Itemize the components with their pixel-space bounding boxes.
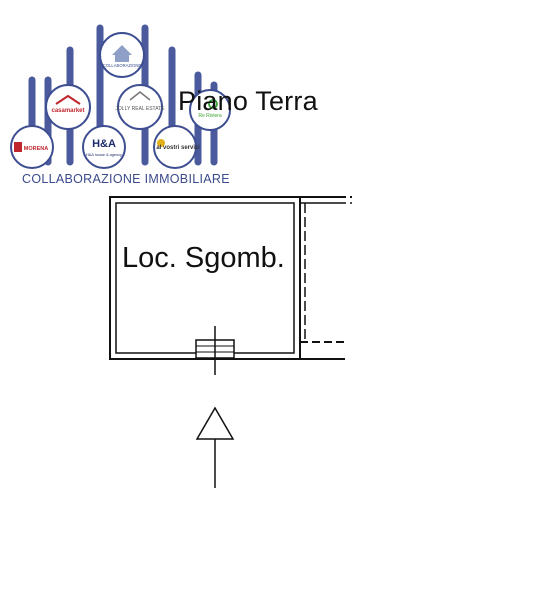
svg-text:H&A: H&A [92,138,116,150]
svg-text:Re Riviera: Re Riviera [198,113,222,119]
room-label: Loc. Sgomb. [122,242,285,274]
casamarket-badge: casamarket [45,84,91,130]
collaborazione-badge: COLLABORAZIONE [99,32,145,78]
svg-text:COLLABORAZIONE: COLLABORAZIONE [103,63,142,68]
jolly-badge: JOLLY REAL ESTATE [115,84,165,130]
collaboration-label: COLLABORAZIONE IMMOBILIARE [22,172,230,186]
entrance-arrow-icon [195,406,235,488]
svg-text:casamarket: casamarket [51,108,84,114]
svg-text:JOLLY REAL ESTATE: JOLLY REAL ESTATE [115,106,165,112]
ha-badge: H&A H&A house & agency [82,125,126,169]
morena-badge: MORENA [10,125,54,169]
floor-title: Piano Terra [178,86,318,116]
svg-text:al vostri servizi: al vostri servizi [156,145,200,151]
svg-text:H&A house & agency: H&A house & agency [86,153,122,157]
adjacent-walls [300,196,352,360]
servizi-badge: al vostri servizi [153,125,200,169]
green-badge: Re Riviera [189,89,231,131]
agency-logo: COLLABORAZIONE casamarket JOLLY REAL EST… [10,24,231,169]
room-walls [109,196,301,360]
door [195,326,235,375]
svg-text:MORENA: MORENA [24,146,48,152]
